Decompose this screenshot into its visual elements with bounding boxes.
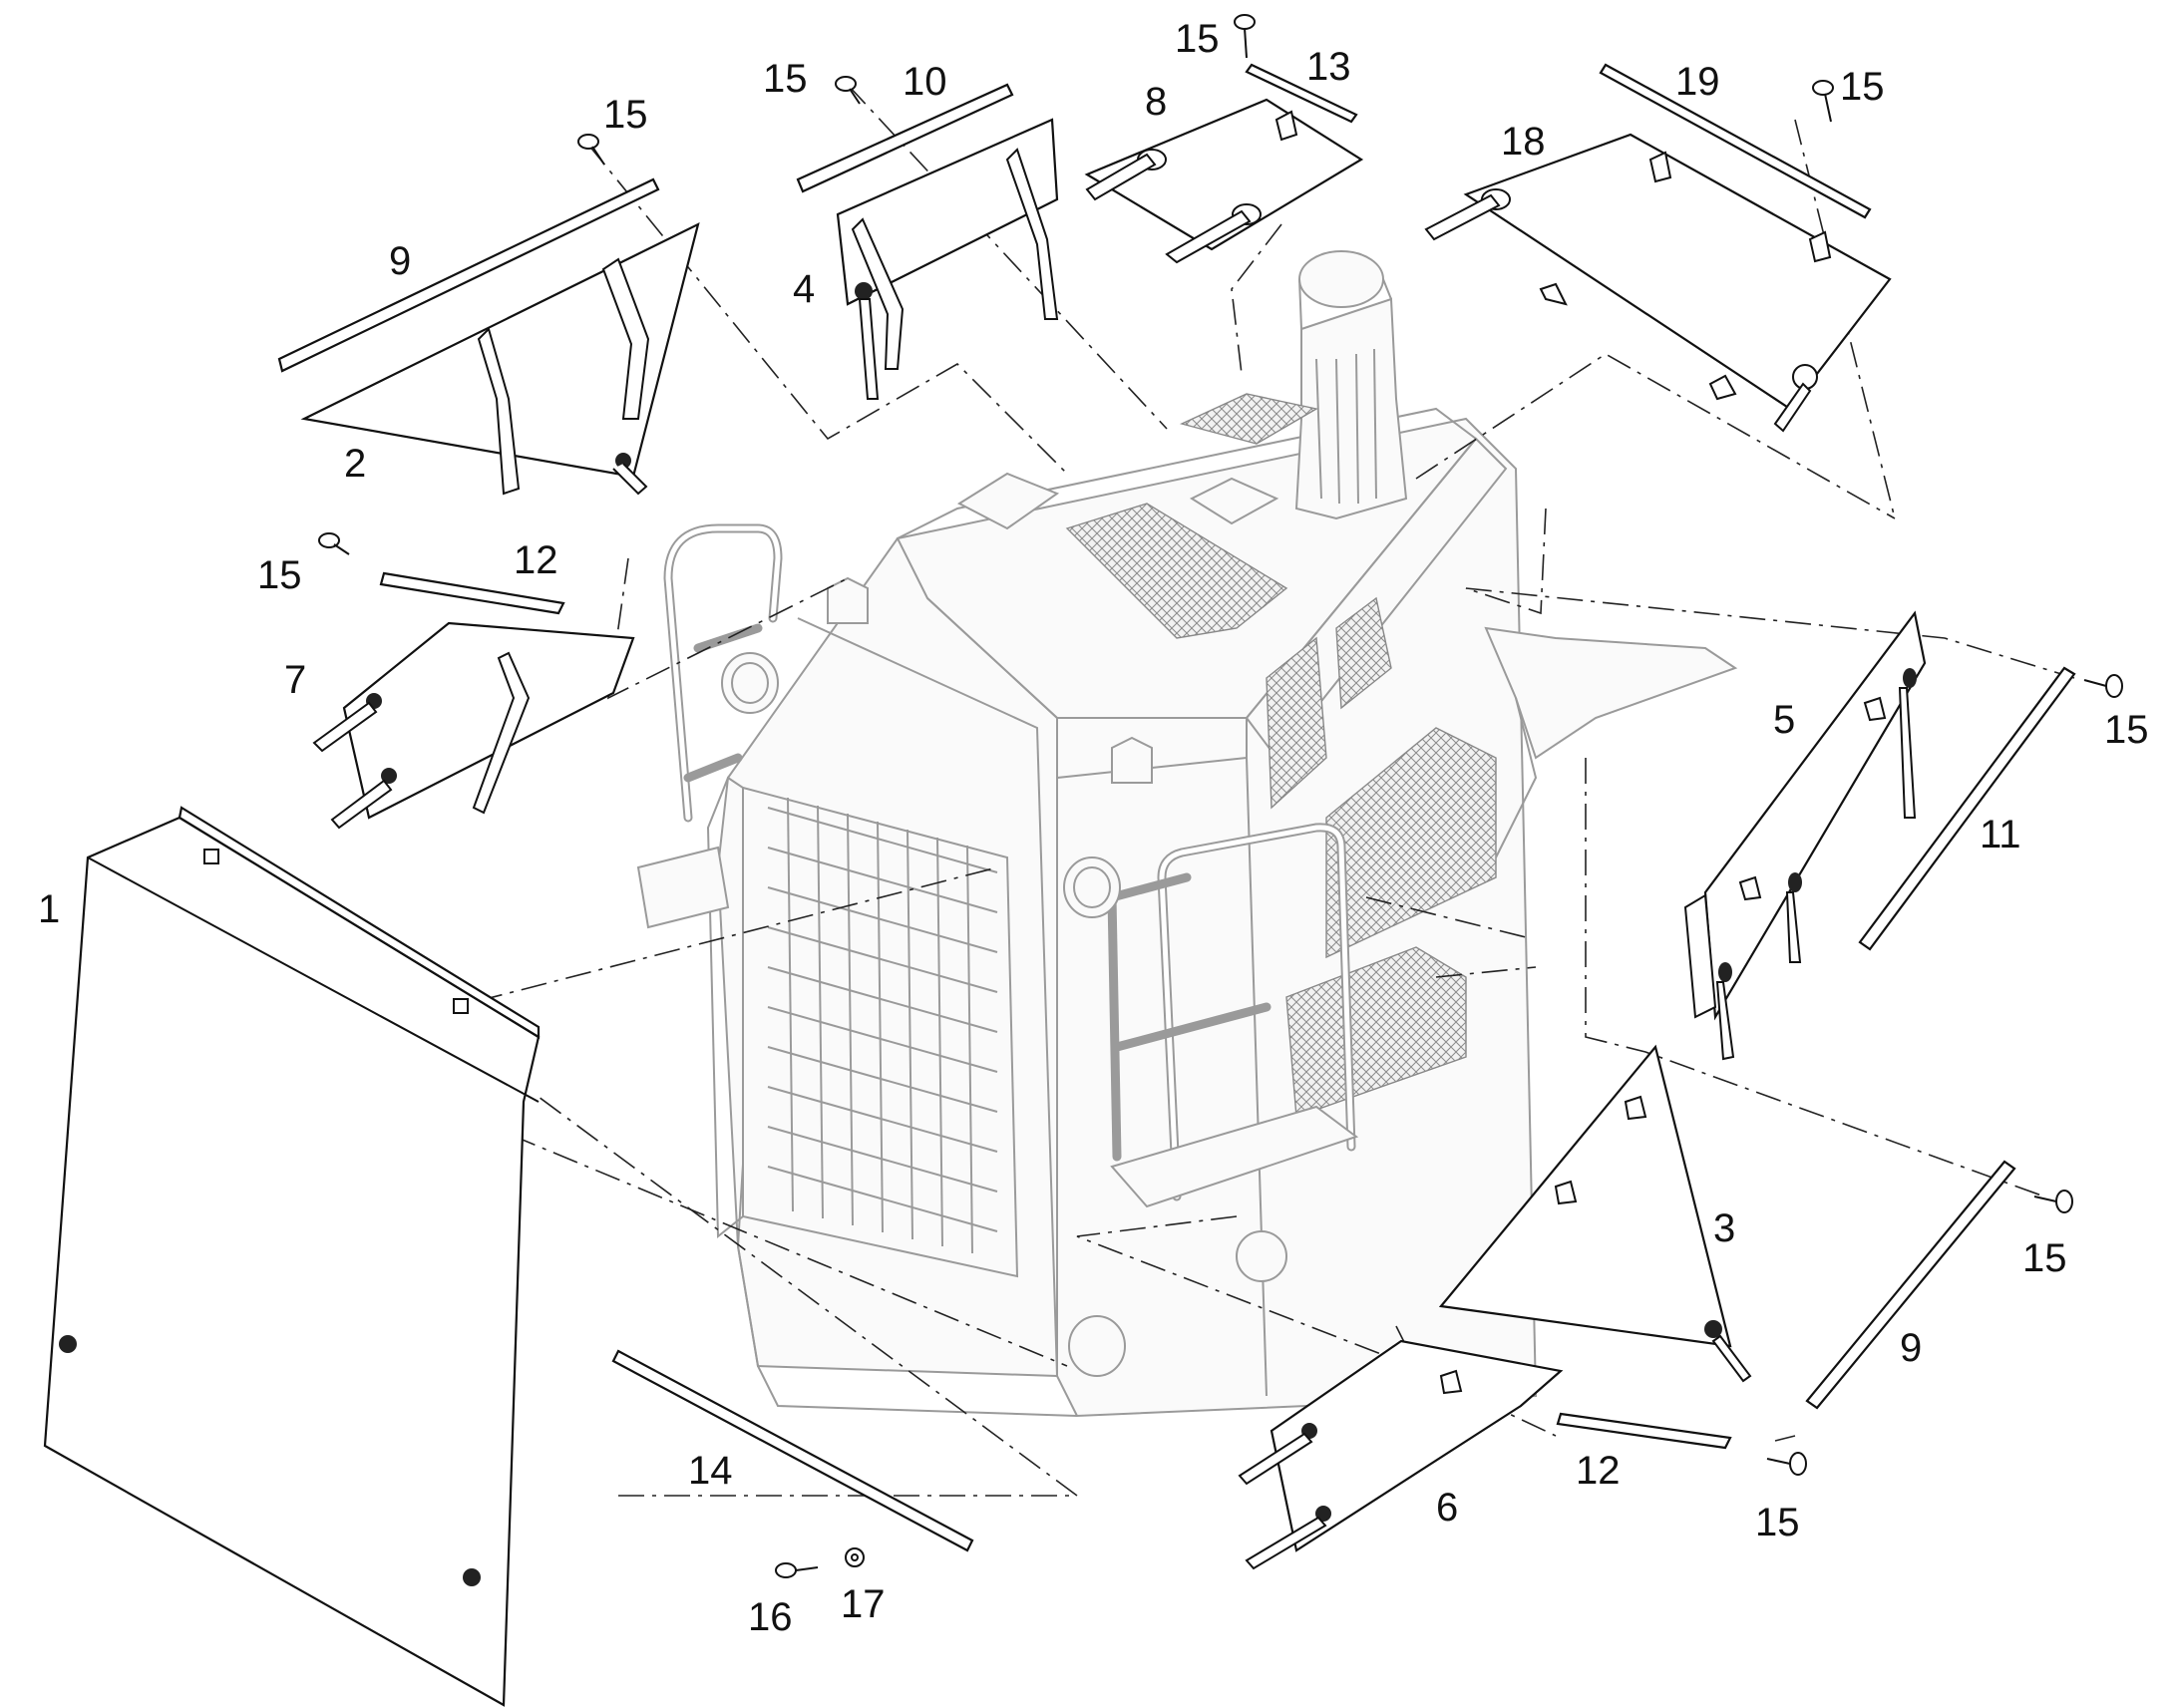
screw-15-b xyxy=(835,76,861,105)
callout-8: 8 xyxy=(1145,80,1167,124)
screw-15-f xyxy=(2083,674,2123,698)
callout-19: 19 xyxy=(1675,60,1720,104)
callout-17: 17 xyxy=(841,1582,886,1626)
part-5-panel xyxy=(1683,610,1927,1061)
callout-6: 6 xyxy=(1436,1486,1458,1530)
part-19-strip xyxy=(1599,63,1872,219)
callout-15: 15 xyxy=(1755,1501,1800,1544)
part-12-strip-right xyxy=(1556,1412,1732,1450)
callout-15: 15 xyxy=(2104,708,2149,752)
callouts: 15 9 2 15 10 4 15 13 8 19 15 18 15 12 7 … xyxy=(38,17,2149,1639)
callout-13: 13 xyxy=(1306,45,1351,89)
part-3-triangle-panel xyxy=(1438,1044,1752,1383)
callout-15: 15 xyxy=(603,93,648,137)
part-9-strip-upper xyxy=(277,177,660,373)
callout-15: 15 xyxy=(1840,65,1885,109)
callout-15: 15 xyxy=(2022,1236,2067,1280)
callout-3: 3 xyxy=(1713,1206,1735,1250)
part-14-strip xyxy=(611,1349,974,1552)
part-4-panel xyxy=(836,118,1059,400)
callout-12: 12 xyxy=(514,538,558,582)
callout-9: 9 xyxy=(1900,1326,1922,1370)
callout-15: 15 xyxy=(763,57,808,101)
screw-15-g xyxy=(2033,1190,2073,1213)
part-9-strip-lower xyxy=(1805,1160,2016,1410)
screw-15-d xyxy=(1812,80,1834,123)
callout-11: 11 xyxy=(1980,813,2021,856)
screw-16 xyxy=(775,1562,819,1578)
part-18-panel xyxy=(1424,133,1892,433)
screw-15-e xyxy=(318,532,350,555)
part-8-panel xyxy=(1084,98,1364,264)
part-11-strip xyxy=(1858,666,2076,951)
callout-18: 18 xyxy=(1501,120,1546,164)
callout-4: 4 xyxy=(793,267,815,311)
part-2-triangle-panel xyxy=(300,221,700,496)
callout-2: 2 xyxy=(344,442,366,486)
part-13-strip xyxy=(1245,63,1358,124)
part-10-strip xyxy=(796,83,1014,193)
washer-17 xyxy=(845,1547,865,1567)
callout-9: 9 xyxy=(389,239,411,283)
callout-15: 15 xyxy=(257,553,302,597)
callout-10: 10 xyxy=(903,60,947,104)
screw-15-c xyxy=(1234,14,1256,59)
screw-15-h xyxy=(1766,1452,1807,1476)
part-6-panel xyxy=(1238,1339,1564,1570)
part-1-front-panel xyxy=(43,806,541,1707)
callout-1: 1 xyxy=(38,887,60,931)
screws xyxy=(318,14,2123,1578)
part-7-panel xyxy=(312,621,635,830)
callout-15: 15 xyxy=(1175,17,1220,61)
machine-body xyxy=(636,250,1738,1418)
callout-16: 16 xyxy=(748,1595,793,1639)
callout-7: 7 xyxy=(284,658,306,702)
callout-12: 12 xyxy=(1576,1449,1621,1493)
callout-14: 14 xyxy=(688,1449,733,1493)
callout-5: 5 xyxy=(1773,698,1795,742)
screw-15-a xyxy=(577,134,605,166)
part-12-strip-left xyxy=(379,571,565,615)
